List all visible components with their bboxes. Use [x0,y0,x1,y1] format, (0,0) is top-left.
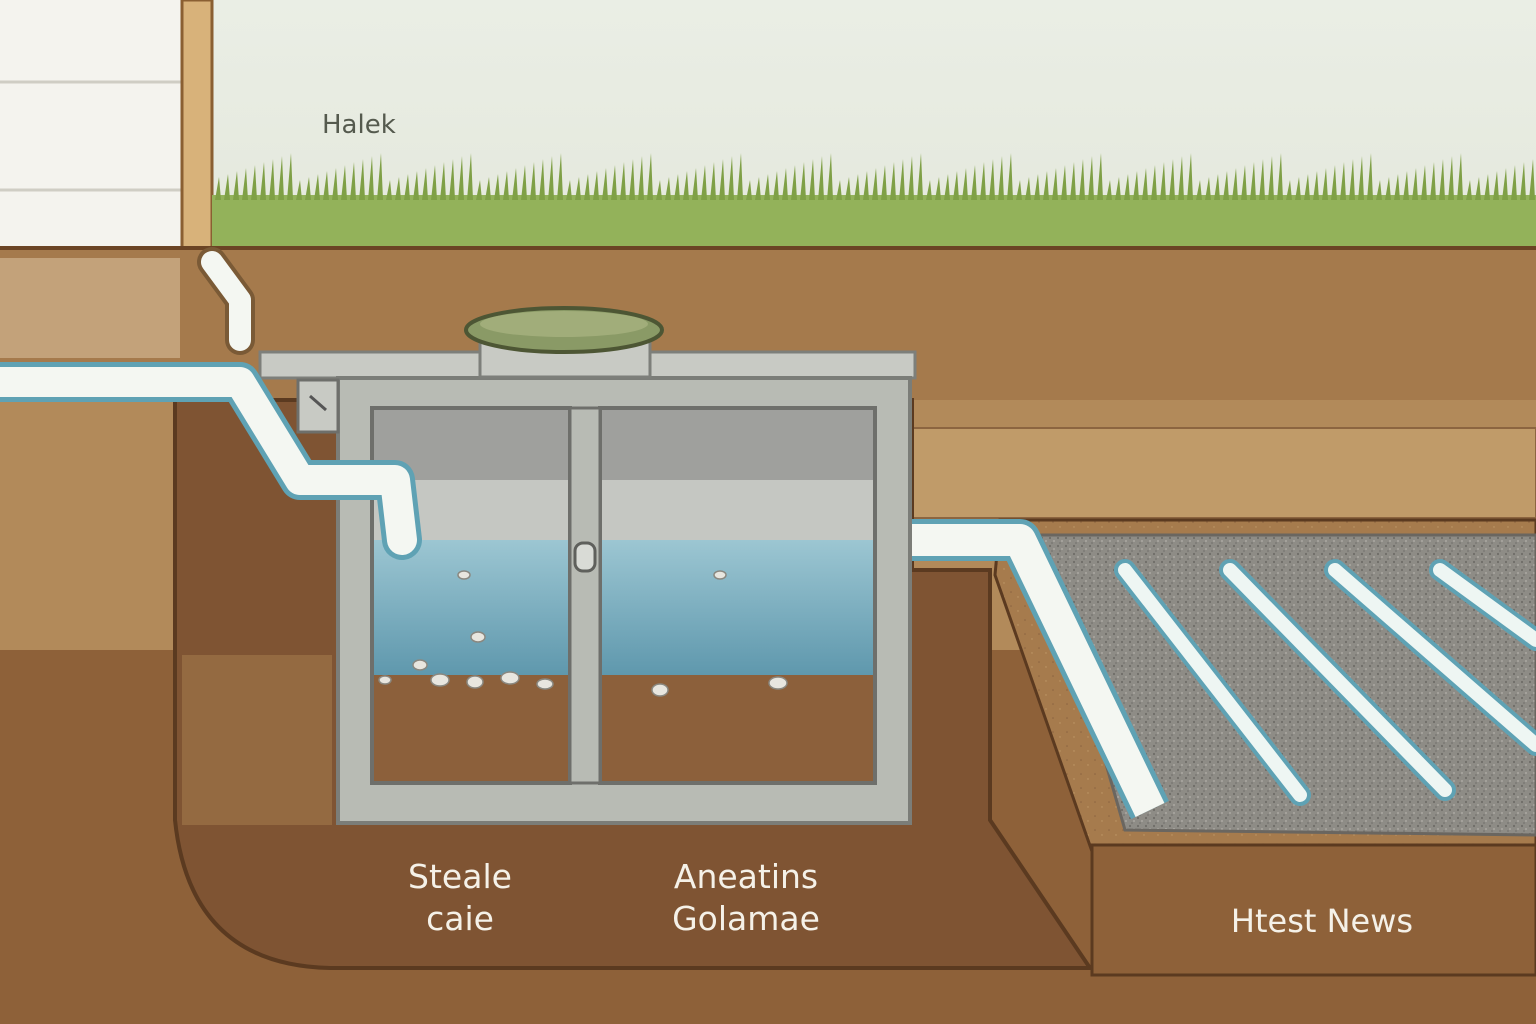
subsoil-band [909,427,1536,519]
field-label: Htest News [1231,902,1413,940]
grass [212,153,1536,250]
lateral-pipes [1114,559,1536,806]
middle-label-line1: Aneatins [674,857,818,896]
septic-tank [258,306,917,825]
foundation-block [0,258,180,358]
inlet-pipe [0,247,422,560]
outlet-pipe [880,519,1169,820]
middle-label-line2: Golamae [672,899,820,938]
house-wall [0,0,214,262]
tank-label-line2: caie [426,899,494,938]
tank-label-line1: Steale [408,857,512,896]
sky-label: Halek [322,110,396,140]
tank-divider [568,406,602,785]
inlet-bracket [296,378,340,434]
